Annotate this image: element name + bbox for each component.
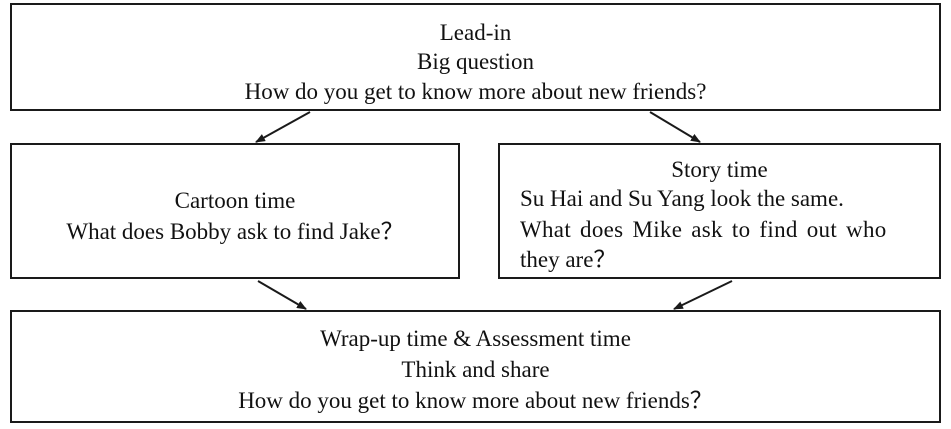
big-question-text: How do you get to know more about new fr… [244, 79, 707, 104]
arrow-story-to-wrapup [673, 280, 733, 310]
wrap-up-box: Wrap-up time & Assessment time Think and… [10, 310, 941, 423]
cartoon-time-box: Cartoon time What does Bobby ask to find… [10, 143, 460, 279]
wrap-up-title: Wrap-up time & Assessment time [320, 326, 631, 351]
story-time-box: Story time Su Hai and Su Yang look the s… [498, 143, 941, 279]
think-and-share-label: Think and share [401, 357, 550, 382]
story-time-line-3: they are？ [520, 247, 617, 272]
cartoon-time-question: What does Bobby ask to find Jake？ [66, 219, 404, 244]
wrap-up-question: How do you get to know more about new fr… [238, 388, 713, 413]
cartoon-time-title: Cartoon time [174, 188, 296, 213]
lead-in-box: Lead-in Big question How do you get to k… [10, 3, 941, 111]
story-time-title: Story time [671, 157, 768, 182]
arrow-leadin-to-story [649, 111, 701, 143]
story-time-line-1: Su Hai and Su Yang look the same. [520, 186, 844, 211]
story-time-line-2: What does Mike ask to find out who [520, 217, 887, 242]
big-question-label: Big question [417, 49, 534, 74]
lead-in-title: Lead-in [439, 20, 512, 45]
arrow-cartoon-to-wrapup [257, 280, 307, 310]
arrow-leadin-to-cartoon [255, 111, 311, 143]
